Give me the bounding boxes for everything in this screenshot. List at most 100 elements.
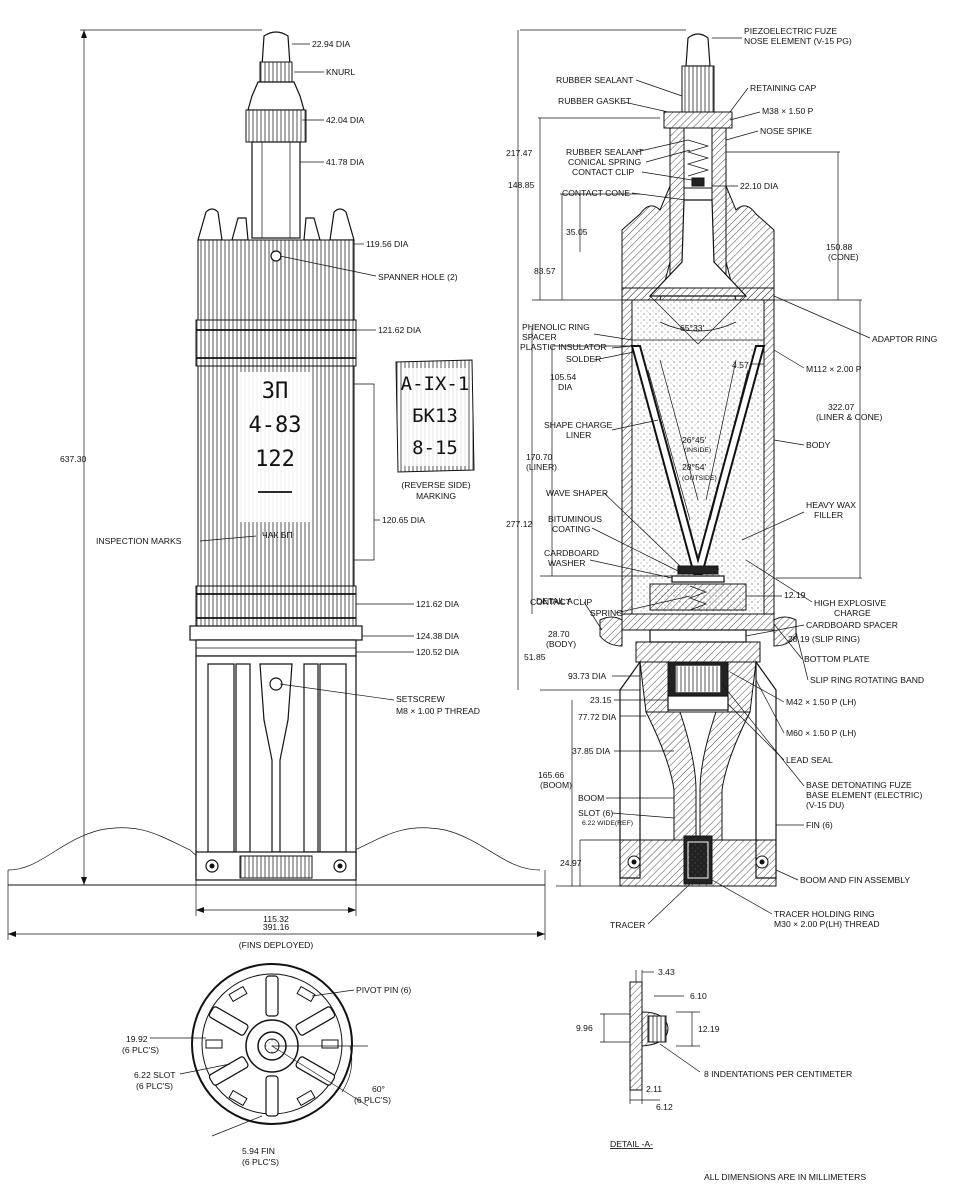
label-dim-24-97: 24.97 — [560, 858, 582, 868]
label-shape-charge-2: LINER — [566, 430, 591, 440]
nose-spike-tube — [251, 141, 301, 239]
label-m38: M38 × 1.50 P — [762, 106, 814, 116]
label-slip-ring-band: SLIP RING ROTATING BAND — [810, 675, 924, 685]
dim-124-38-dia: 124.38 DIA — [416, 631, 459, 641]
label-rubber-sealant-2: RUBBER SEALANT — [566, 147, 644, 157]
label-angle-outside: 28°54' — [682, 462, 707, 472]
reverse-caption-2: MARKING — [416, 491, 456, 501]
dim-121-62-dia-top: 121.62 DIA — [378, 325, 421, 335]
label-contact-clip-1: CONTACT CLIP — [572, 167, 635, 177]
base-fuze-housing-left — [639, 661, 669, 713]
label-body: BODY — [806, 440, 831, 450]
reverse-caption-1: (REVERSE SIDE) — [401, 480, 470, 490]
label-pivot-pin: PIVOT PIN (6) — [356, 985, 411, 995]
lower-band — [195, 585, 357, 627]
reverse-marking-line-3: 8-15 — [412, 437, 458, 459]
label-dim-51-85: 51.85 — [524, 652, 546, 662]
label-phenolic-1: PHENOLIC RING — [522, 322, 590, 332]
label-boom-tag: (BOOM) — [540, 780, 572, 790]
label-phenolic-2: SPACER — [522, 332, 557, 342]
label-dim-28-19: 28.19 (SLIP RING) — [788, 634, 860, 644]
label-high-explosive-1: HIGH EXPLOSIVE — [814, 598, 886, 608]
label-fin-5-94: 5.94 FIN — [242, 1146, 275, 1156]
nose-stem — [245, 109, 307, 143]
label-m60: M60 × 1.50 P (LH) — [786, 728, 856, 738]
dim-base-width: 115.32 — [263, 914, 289, 924]
upper-band — [195, 319, 357, 367]
upper-fin-right — [329, 208, 355, 241]
label-tracer-ring-1: TRACER HOLDING RING — [774, 909, 875, 919]
inspection-marks-label: INSPECTION MARKS — [96, 536, 182, 546]
dim-22-94-dia: 22.94 DIA — [312, 39, 350, 49]
label-dim-12-19-detail: 12.19 — [698, 1024, 720, 1034]
conical-spring — [686, 139, 710, 177]
label-dim-19-92: 19.92 — [126, 1034, 148, 1044]
section-fuze-body — [681, 65, 715, 113]
label-bdf-3: (V-15 DU) — [806, 800, 844, 810]
lead-seal — [667, 695, 729, 711]
label-dim-83-57: 83.57 — [534, 266, 556, 276]
section-fuze-tip — [685, 33, 711, 67]
detail-body-wall — [629, 981, 643, 1091]
label-bdf-1: BASE DETONATING FUZE — [806, 780, 912, 790]
dim-overall-length: 637.30 — [60, 454, 87, 464]
adaptor-ring — [621, 287, 775, 301]
label-dim-6-10: 6.10 — [690, 991, 707, 1001]
label-dim-9-96: 9.96 — [576, 1023, 593, 1033]
label-dia-word: DIA — [558, 382, 573, 392]
label-high-explosive-2: CHARGE — [834, 608, 871, 618]
contact-clip-upper — [691, 177, 705, 187]
cardboard-spacer — [649, 629, 747, 643]
label-dia-37-85: 37.85 DIA — [572, 746, 610, 756]
label-bottom-plate: BOTTOM PLATE — [804, 654, 870, 664]
label-solder: SOLDER — [566, 354, 601, 364]
dim-121-62-dia-bot: 121.62 DIA — [416, 599, 459, 609]
label-slot-6-22: 6.22 SLOT — [134, 1070, 176, 1080]
label-dim-165-66: 165.66 — [538, 770, 565, 780]
fin-slots — [208, 975, 336, 1117]
label-heavy-wax-2: FILLER — [814, 510, 843, 520]
label-indentations: 8 INDENTATIONS PER CENTIMETER — [704, 1069, 852, 1079]
slip-ring-left — [599, 616, 623, 647]
base-spring — [689, 585, 707, 611]
label-rubber-gasket: RUBBER GASKET — [558, 96, 632, 106]
base-fuze-upper — [635, 641, 761, 663]
small-body-marking: ЧАК БП — [262, 530, 293, 540]
label-dim-105-54: 105.54 — [550, 372, 577, 382]
knurl-label: KNURL — [326, 67, 355, 77]
label-dim-148-85: 148.85 — [508, 180, 535, 190]
label-piezo-1: PIEZOELECTRIC FUZE — [744, 26, 837, 36]
label-cardboard-spacer: CARDBOARD SPACER — [806, 620, 898, 630]
cardboard-washer — [671, 575, 725, 583]
label-boom: BOOM — [578, 793, 604, 803]
body-wall-right — [763, 299, 775, 615]
body-marking-panel — [240, 372, 310, 522]
label-cardboard-washer-2: WASHER — [548, 558, 585, 568]
fuze-tip — [261, 31, 291, 67]
label-rubber-sealant-1: RUBBER SEALANT — [556, 75, 634, 85]
label-cardboard-washer-1: CARDBOARD — [544, 548, 599, 558]
label-angle-65-33: 65°33' — [680, 323, 705, 333]
label-dim-217-47: 217.47 — [506, 148, 533, 158]
label-inside-tag: (INSIDE) — [684, 447, 711, 454]
label-contact-clip-2: CONTACT CLIP — [530, 597, 593, 607]
label-adaptor-ring: ADAPTOR RING — [872, 334, 938, 344]
label-angle-60: 60° — [372, 1084, 385, 1094]
fuze-collar — [247, 81, 305, 111]
label-dim-322-07: 322.07 — [828, 402, 855, 412]
label-m42: M42 × 1.50 P (LH) — [786, 697, 856, 707]
label-wave-shaper: WAVE SHAPER — [546, 488, 608, 498]
label-lead-seal: LEAD SEAL — [786, 755, 833, 765]
fin-1 — [207, 663, 235, 853]
label-bituminous-2: COATING — [552, 524, 591, 534]
label-angle-inside: 26°45' — [682, 435, 707, 445]
reverse-marking-line-2: БК13 — [412, 405, 458, 427]
reverse-marking-line-1: А-IX-1 — [401, 373, 470, 395]
label-dim-3-43: 3.43 — [658, 967, 675, 977]
upper-fin-mid-l — [231, 217, 249, 241]
body-marking-line-2: 4-83 — [249, 413, 302, 438]
dim-119-56-dia: 119.56 DIA — [366, 239, 409, 249]
label-bituminous-1: BITUMINOUS — [548, 514, 602, 524]
section-view: PIEZOELECTRIC FUZE NOSE ELEMENT (V-15 PG… — [506, 26, 938, 930]
label-dim-150-88: 150.88 — [826, 242, 853, 252]
